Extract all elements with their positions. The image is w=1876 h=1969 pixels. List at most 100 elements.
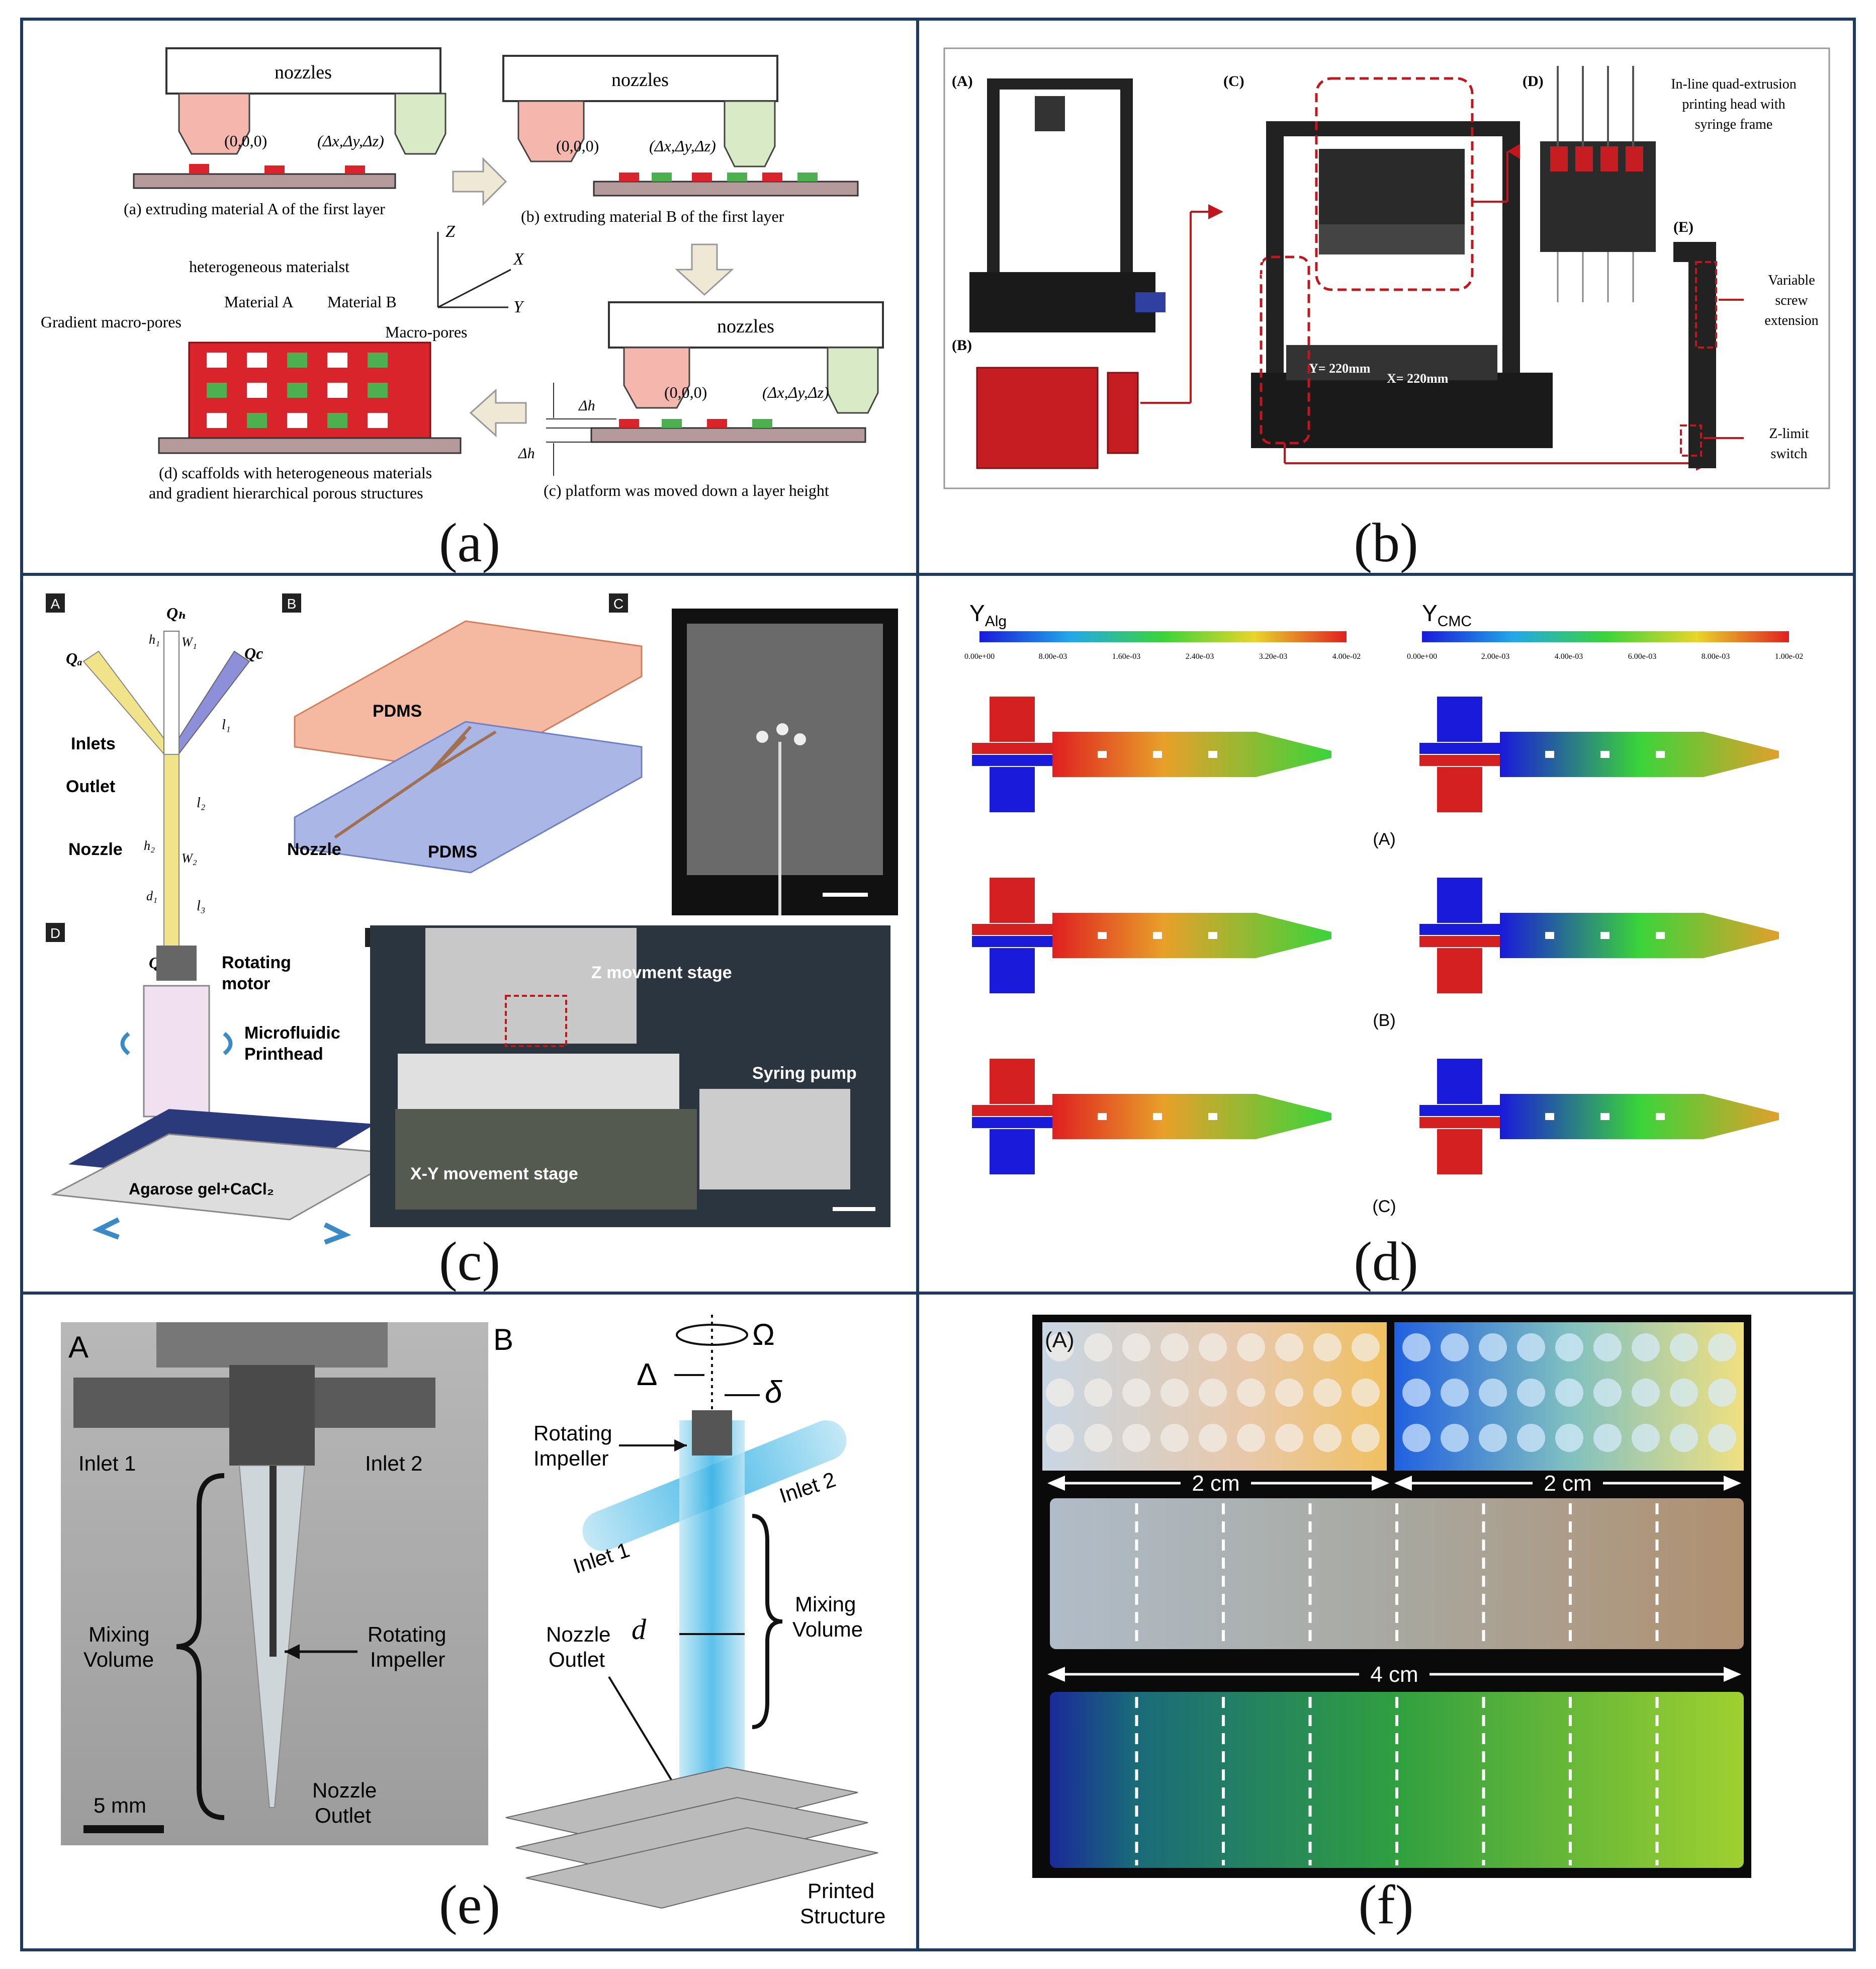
head-text-3: syringe frame xyxy=(1695,117,1773,132)
head-text-1: In-line quad-extrusion xyxy=(1671,76,1797,92)
lattice-dot xyxy=(1352,1333,1380,1361)
pdms-top-layer xyxy=(294,620,643,773)
x-dimension: X= 220mm xyxy=(1387,371,1449,386)
rotating-label-1: Rotating xyxy=(368,1622,446,1646)
panel-c-diagram: A B C D E Qₕ Qₐ Qc h₁ W₁ l₁ l₂ h₂ W₂ d₁ … xyxy=(46,593,898,1245)
printed-label-1: Printed xyxy=(808,1879,874,1903)
lattice-dot xyxy=(1122,1333,1150,1361)
axis-z-label: Z xyxy=(445,222,456,241)
lattice-dot xyxy=(1122,1424,1150,1452)
material-b-label: Material B xyxy=(327,293,397,311)
panel-a: nozzles (0,0,0) (Δx,Δy,Δz) (a) extruding… xyxy=(20,18,919,576)
flow-channel xyxy=(972,878,1331,993)
e-label-A: A xyxy=(68,1330,88,1364)
microfluidic-2: Printhead xyxy=(244,1045,323,1064)
caption-e: (e) xyxy=(438,1874,501,1935)
lattice-dot xyxy=(1555,1379,1583,1407)
lattice-dot xyxy=(1199,1424,1227,1452)
offset-label-2: (Δx,Δy,Δz) xyxy=(649,137,716,155)
c-label-C: C xyxy=(613,596,623,612)
xy-stage-label: X-Y movement stage xyxy=(410,1164,578,1183)
pdms-bottom-layer xyxy=(294,721,643,874)
printer-large xyxy=(1251,121,1553,448)
lattice-dot xyxy=(1275,1424,1303,1452)
origin-label-2: (0,0,0) xyxy=(556,137,599,155)
flow-channel xyxy=(972,697,1331,812)
panel-b-diagram: (A) (B) (C) (D) (E) Z= 250mm xyxy=(943,47,1830,489)
y-dimension: Y= 220mm xyxy=(1309,361,1371,376)
b-d-symbol: d xyxy=(632,1613,647,1646)
rotating-label-2: Impeller xyxy=(370,1648,445,1671)
lattice-dot xyxy=(1670,1379,1698,1407)
origin-label-3: (0,0,0) xyxy=(664,383,707,401)
panel-e-diagram: A Inlet 1 Inlet 2 Mixing Volume Rotating… xyxy=(61,1315,885,1928)
green-bar-dividers xyxy=(1135,1697,1659,1865)
panel-f-diagram: (A) 2 cm 2 cm 4 cm xyxy=(1032,1315,1751,1878)
panel-a-diagram: nozzles (0,0,0) (Δx,Δy,Δz) (a) extruding… xyxy=(41,47,884,502)
lattice-dot xyxy=(1313,1424,1342,1452)
flow-simulations xyxy=(972,697,1779,1174)
scaffold-pores xyxy=(207,353,388,428)
l1-label: l₁ xyxy=(222,717,231,733)
colorbar-tick: 4.00e-03 xyxy=(1555,652,1583,661)
origin-label-1: (0,0,0) xyxy=(224,132,267,150)
lattice-dot xyxy=(1708,1333,1736,1361)
colorbar-tick: 6.00e-03 xyxy=(1628,652,1656,661)
colorbar-tick: 0.00e+00 xyxy=(964,652,995,661)
lattice-dot xyxy=(1084,1379,1112,1407)
y-alg-label: YAlg xyxy=(969,600,1007,630)
pdms-bottom-label: PDMS xyxy=(428,842,477,862)
z-dimension: Z= 250mm xyxy=(1251,221,1266,282)
c-label-A: A xyxy=(51,596,60,612)
caption-c: (c) xyxy=(438,1231,501,1292)
heterogeneous-label: heterogeneous materialst xyxy=(189,258,349,276)
panel-e: A Inlet 1 Inlet 2 Mixing Volume Rotating… xyxy=(20,1292,919,1951)
lattice-dot xyxy=(1402,1379,1431,1407)
nozzles-label-3: nozzles xyxy=(717,316,774,337)
lattice-dot xyxy=(1084,1333,1112,1361)
dh-label-2: Δh xyxy=(518,445,535,462)
step-d-text-1: (d) scaffolds with heterogeneous materia… xyxy=(159,464,432,482)
b-label-C: (C) xyxy=(1223,73,1244,90)
lattice-dot xyxy=(1441,1333,1469,1361)
lattice-dot xyxy=(1046,1379,1074,1407)
colorbar-tick: 2.00e-03 xyxy=(1481,652,1509,661)
head-text-2: printing head with xyxy=(1682,97,1785,112)
lattice-dot xyxy=(1517,1379,1545,1407)
printhead-diagram xyxy=(50,946,408,1245)
lattice-dot xyxy=(1084,1424,1112,1452)
nozzle-b-label: Nozzle xyxy=(287,840,341,859)
lattice-dot xyxy=(1632,1379,1660,1407)
b-mixing-label-2: Volume xyxy=(792,1617,863,1641)
lattice-dot xyxy=(1517,1333,1545,1361)
caption-f: (f) xyxy=(1358,1874,1414,1935)
f-label-A: (A) xyxy=(1045,1328,1075,1352)
panel-c: A B C D E Qₕ Qₐ Qc h₁ W₁ l₁ l₂ h₂ W₂ d₁ … xyxy=(20,573,919,1295)
two-cm-label-2: 2 cm xyxy=(1544,1471,1591,1496)
scale-bar xyxy=(83,1825,164,1833)
colorbar-tick: 0.00e+00 xyxy=(1407,652,1437,661)
b-nozzle-label-1: Nozzle xyxy=(546,1622,610,1646)
caption-a: (a) xyxy=(438,512,501,573)
flow-channel xyxy=(1419,697,1779,812)
delta-small-symbol: δ xyxy=(765,1375,782,1410)
b-label-B: (B) xyxy=(952,337,972,354)
lattice-dot xyxy=(1160,1379,1189,1407)
four-cm-label: 4 cm xyxy=(1370,1662,1418,1687)
step-a-text: (a) extruding material A of the first la… xyxy=(124,200,385,218)
lattice-dot xyxy=(1441,1379,1469,1407)
flow-channel xyxy=(972,1059,1331,1174)
lattice-dot xyxy=(1670,1424,1698,1452)
outlet-label: Outlet xyxy=(66,777,115,796)
inlets-label: Inlets xyxy=(71,734,116,753)
nozzle-outlet-1: Nozzle xyxy=(312,1778,377,1802)
gradient-pores-label: Gradient macro-pores xyxy=(41,313,182,331)
lattice-dot xyxy=(1670,1333,1698,1361)
nozzles-label-2: nozzles xyxy=(611,69,669,91)
y-channel xyxy=(82,631,250,951)
panel-b: (A) (B) (C) (D) (E) Z= 250mm xyxy=(916,18,1856,576)
colorbar-tick: 8.00e-03 xyxy=(1039,652,1067,661)
rotating-motor-1: Rotating xyxy=(222,953,291,972)
